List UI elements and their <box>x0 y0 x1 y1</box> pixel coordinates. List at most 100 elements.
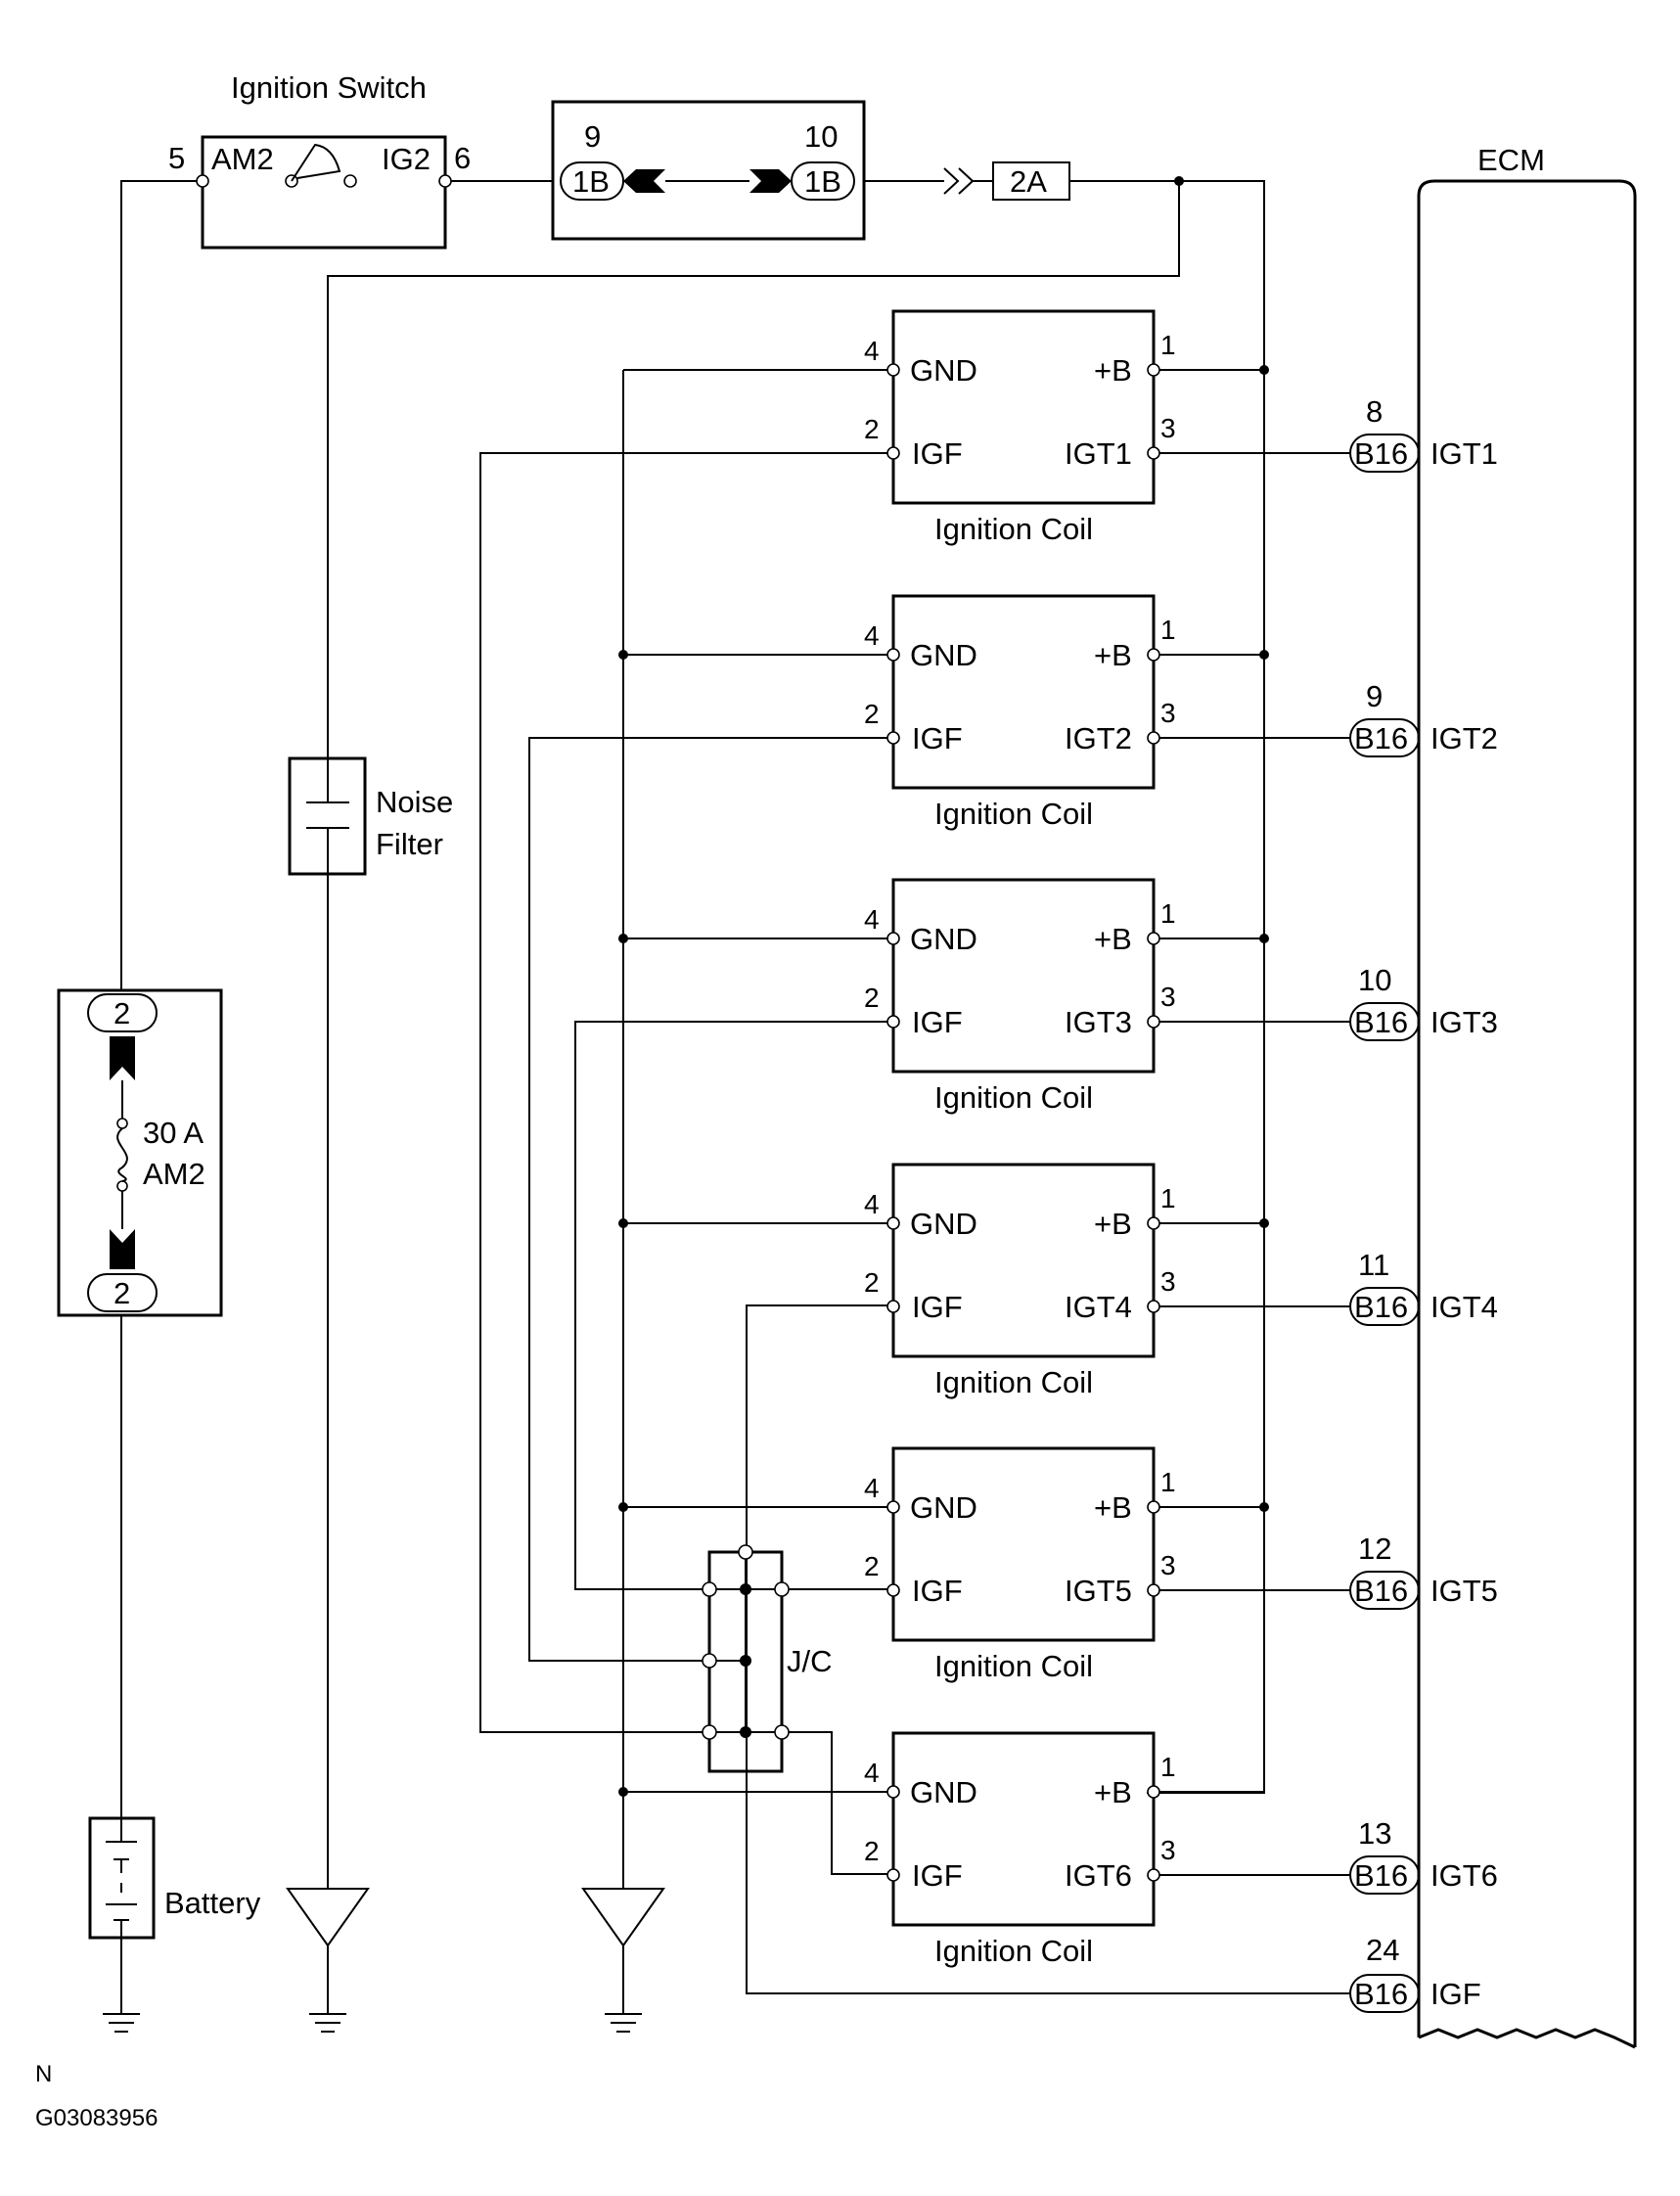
ecm-connector-label: B16 <box>1354 721 1408 755</box>
coil-igt-label: IGT2 <box>1065 721 1132 755</box>
ecm-igt-label: IGT1 <box>1430 436 1498 471</box>
junction-connector-jc: J/C <box>702 1544 833 1773</box>
coil-igf-label: IGF <box>912 1005 963 1039</box>
coil-pb-pin: 1 <box>1160 898 1176 929</box>
coil-gnd-pin: 4 <box>864 904 880 935</box>
coil-pb-pin: 1 <box>1160 330 1176 360</box>
coil-pb-pin: 1 <box>1160 1467 1176 1497</box>
coil-gnd-label: GND <box>910 922 977 956</box>
noise-filter-line1: Noise <box>376 785 453 819</box>
coil-igt-pin: 3 <box>1160 982 1176 1012</box>
coil-gnd-label: GND <box>910 353 977 388</box>
fuse-pin-bottom: 2 <box>114 1276 130 1310</box>
coil-gnd-label: GND <box>910 638 977 672</box>
ecm-pin-number: 11 <box>1358 1248 1389 1282</box>
ignition-switch-title: Ignition Switch <box>231 70 427 105</box>
coil-igt-pin: 3 <box>1160 1835 1176 1865</box>
footer-line2: G03083956 <box>35 2105 158 2131</box>
ground-symbols <box>103 1888 665 2033</box>
ecm-pin-number: 12 <box>1358 1532 1391 1566</box>
battery-label: Battery <box>164 1886 261 1920</box>
coil-wiring <box>479 370 1350 1994</box>
coil-pb-label: +B <box>1094 1490 1132 1525</box>
connector-1b-label-left: 1B <box>572 164 610 199</box>
ecm-igf-input: B16 24 IGF <box>1349 1933 1481 2013</box>
fuse-name: AM2 <box>143 1157 205 1191</box>
coil-igt-pin: 3 <box>1160 1266 1176 1297</box>
coil-pb-label: +B <box>1094 1775 1132 1809</box>
coil-igt-pin: 3 <box>1160 413 1176 443</box>
igf-ecm-pin: 24 <box>1366 1933 1399 1967</box>
ignition-switch-pin-right: 6 <box>454 141 471 175</box>
jc-label: J/C <box>787 1644 833 1678</box>
ecm-igt-label: IGT5 <box>1430 1574 1498 1608</box>
coil-gnd-label: GND <box>910 1775 977 1809</box>
ecm-pin-number: 13 <box>1358 1816 1391 1851</box>
coil-igt-label: IGT3 <box>1065 1005 1132 1039</box>
igf-ecm-label: IGF <box>1430 1977 1481 2011</box>
ignition-switch-label-ig2: IG2 <box>382 142 431 176</box>
coil-igf-label: IGF <box>912 721 963 755</box>
ecm-connector-label: B16 <box>1354 1858 1408 1893</box>
coil-pb-pin: 1 <box>1160 1183 1176 1213</box>
coil-label: Ignition Coil <box>934 797 1093 831</box>
connector-1b-pin-left: 9 <box>584 119 601 154</box>
connector-1b-label-right: 1B <box>804 164 841 199</box>
coil-igf-pin: 2 <box>864 699 880 729</box>
coil-igf-label: IGF <box>912 1574 963 1608</box>
footer-line1: N <box>35 2061 52 2087</box>
ignition-switch[interactable]: Ignition Switch 5 AM2 IG2 6 <box>168 70 471 250</box>
coil-igf-pin: 2 <box>864 1551 880 1581</box>
ecm-unit: ECM <box>1417 143 1637 2049</box>
coil-label: Ignition Coil <box>934 1934 1093 1968</box>
ecm-igt-label: IGT4 <box>1430 1290 1498 1324</box>
ecm-connector-label: B16 <box>1354 436 1408 471</box>
ecm-connector-label: B16 <box>1354 1290 1408 1324</box>
main-power-wires <box>120 176 1265 1794</box>
ecm-title: ECM <box>1477 143 1545 177</box>
coil-igf-pin: 2 <box>864 414 880 444</box>
noise-filter-line2: Filter <box>376 827 443 861</box>
coil-label: Ignition Coil <box>934 512 1093 546</box>
noise-filter: Noise Filter <box>288 756 453 1889</box>
battery: Battery <box>88 1816 261 2014</box>
coil-igf-pin: 2 <box>864 983 880 1013</box>
ignition-switch-label-am2: AM2 <box>211 142 274 176</box>
coil-igt-label: IGT1 <box>1065 436 1132 471</box>
coil-igf-label: IGF <box>912 1858 963 1893</box>
ignition-switch-pin-left: 5 <box>168 141 185 175</box>
ecm-igt-label: IGT2 <box>1430 721 1498 755</box>
coil-pb-label: +B <box>1094 353 1132 388</box>
ecm-igt-label: IGT3 <box>1430 1005 1498 1039</box>
coil-gnd-label: GND <box>910 1207 977 1241</box>
coil-gnd-label: GND <box>910 1490 977 1525</box>
ecm-connector-label: B16 <box>1354 1005 1408 1039</box>
ecm-pin-number: 8 <box>1366 394 1383 429</box>
coil-igt-label: IGT4 <box>1065 1290 1132 1324</box>
connector-1b: 9 10 1B 1B <box>551 100 866 241</box>
coil-gnd-pin: 4 <box>864 620 880 651</box>
coil-gnd-pin: 4 <box>864 1758 880 1788</box>
fuse-am2: 2 2 30 A AM2 <box>57 988 223 1818</box>
coil-igf-label: IGF <box>912 1290 963 1324</box>
coil-label: Ignition Coil <box>934 1649 1093 1683</box>
connector-1b-pin-right: 10 <box>804 119 838 154</box>
coil-pb-label: +B <box>1094 1207 1132 1241</box>
fuse-rating: 30 A <box>143 1116 204 1150</box>
ecm-pin-number: 10 <box>1358 963 1391 997</box>
coil-pb-label: +B <box>1094 922 1132 956</box>
coil-pb-pin: 1 <box>1160 1752 1176 1782</box>
igf-connector-label: B16 <box>1354 1977 1408 2011</box>
coil-gnd-pin: 4 <box>864 1473 880 1503</box>
coil-gnd-pin: 4 <box>864 1189 880 1219</box>
coil-igt-label: IGT6 <box>1065 1858 1132 1893</box>
coil-igf-label: IGF <box>912 436 963 471</box>
